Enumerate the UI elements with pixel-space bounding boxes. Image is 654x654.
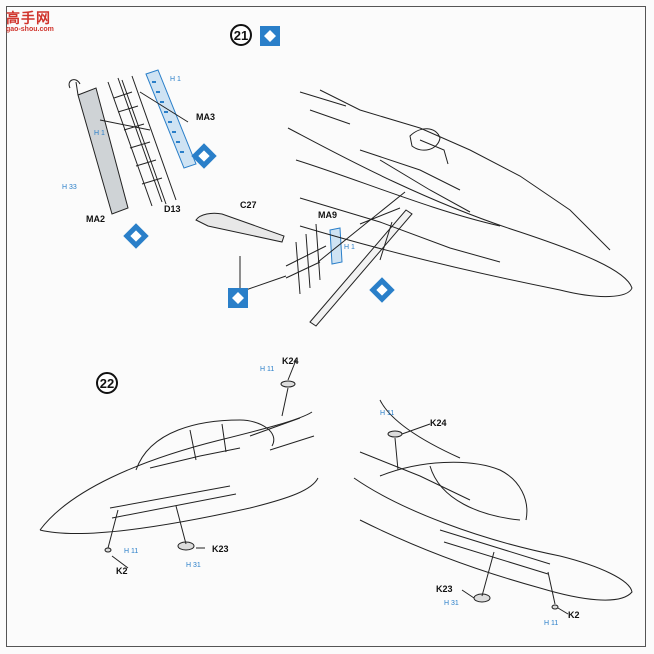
part-ma3-drawing — [145, 69, 197, 169]
callout-h1-top: H 1 — [170, 76, 181, 83]
right-label-k2: K2 — [568, 610, 580, 620]
left-callout-h31: H 31 — [186, 562, 201, 569]
callout-h33: H 33 — [62, 184, 77, 191]
fuselage-side-drawing — [287, 89, 633, 298]
callout-h1-left: H 1 — [94, 130, 105, 137]
marker-c27 — [228, 288, 248, 308]
right-callout-h11-bottom: H 11 — [544, 620, 559, 627]
marker-ma3 — [191, 143, 217, 169]
part-label-ma9: MA9 — [318, 210, 338, 220]
right-nose-drawing — [353, 399, 633, 601]
marker-ma2 — [123, 223, 149, 249]
part-label-c27: C27 — [240, 200, 257, 210]
part-ma9-drawing — [285, 223, 343, 295]
step-21-number: 21 — [230, 24, 252, 46]
marker-fuselage — [369, 277, 395, 303]
part-label-d13: D13 — [164, 204, 181, 214]
marker-step21 — [260, 26, 280, 46]
watermark-brand: 高手网 — [6, 11, 51, 27]
callout-h1-ma9: H 1 — [344, 244, 355, 251]
watermark-url: gao-shou.com — [6, 26, 54, 33]
page-border — [6, 6, 646, 647]
left-label-k2: K2 — [116, 566, 128, 576]
step-22-number: 22 — [96, 372, 118, 394]
right-label-k24: K24 — [430, 418, 447, 428]
right-callout-h31: H 31 — [444, 600, 459, 607]
part-label-ma3: MA3 — [196, 112, 216, 122]
right-label-k23: K23 — [436, 584, 453, 594]
left-callout-h11-bottom: H 11 — [124, 548, 139, 555]
right-callout-h11-top: H 11 — [380, 410, 395, 417]
part-ma2-drawing — [68, 79, 129, 215]
part-label-ma2: MA2 — [86, 214, 106, 224]
left-callout-h11-top: H 11 — [260, 366, 275, 373]
left-label-k24: K24 — [282, 356, 299, 366]
left-nose-drawing — [39, 411, 319, 535]
watermark-logo: 高手网 gao-shou.com — [6, 8, 68, 38]
left-label-k23: K23 — [212, 544, 229, 554]
